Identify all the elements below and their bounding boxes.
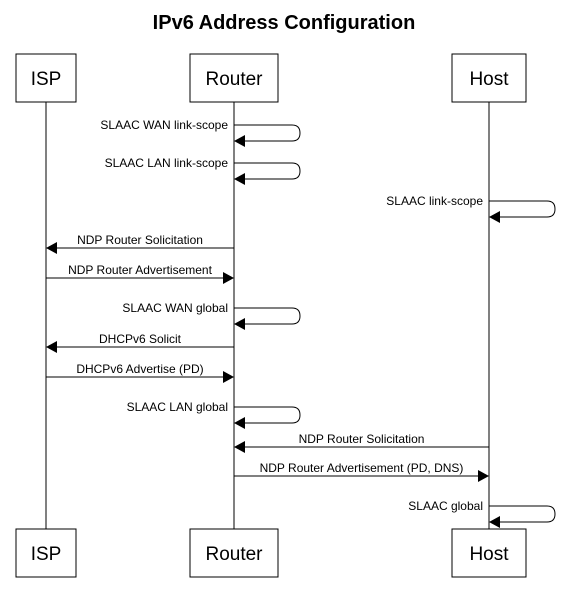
arrowhead: [223, 272, 234, 284]
actor-host-top: Host: [451, 53, 527, 103]
actor-label: Host: [469, 69, 509, 90]
actor-label: ISP: [31, 69, 62, 90]
self-call-line: [489, 200, 556, 218]
self-call-line: [234, 406, 301, 424]
message-4: NDP Router Solicitation: [46, 233, 234, 254]
arrowhead: [489, 516, 500, 528]
actor-label: ISP: [31, 544, 62, 565]
message-12: SLAAC global: [408, 499, 556, 528]
message-5: NDP Router Advertisement: [46, 263, 234, 284]
actor-isp-top: ISP: [15, 53, 77, 103]
message-label: NDP Router Solicitation: [299, 432, 425, 446]
actor-box: [189, 528, 279, 578]
message-label: SLAAC WAN link-scope: [100, 118, 228, 132]
actor-box: [189, 53, 279, 103]
self-call-line: [489, 505, 556, 523]
arrowhead: [489, 211, 500, 223]
arrowhead: [234, 318, 245, 330]
actor-isp-bottom: ISP: [15, 528, 77, 578]
self-call-line: [234, 124, 301, 142]
message-label: NDP Router Advertisement (PD, DNS): [260, 461, 464, 475]
self-call-line: [234, 162, 301, 180]
actor-router-bottom: Router: [189, 528, 279, 578]
message-9: SLAAC LAN global: [127, 400, 301, 429]
message-7: DHCPv6 Solicit: [46, 332, 234, 353]
arrowhead: [46, 242, 57, 254]
message-label: SLAAC LAN global: [127, 400, 228, 414]
arrowhead: [234, 441, 245, 453]
message-label: DHCPv6 Solicit: [99, 332, 182, 346]
arrowhead: [223, 371, 234, 383]
self-call-line: [234, 307, 301, 325]
arrowhead: [234, 417, 245, 429]
message-10: NDP Router Solicitation: [234, 432, 489, 453]
message-label: SLAAC link-scope: [386, 194, 483, 208]
message-label: NDP Router Advertisement: [68, 263, 213, 277]
actor-host-bottom: Host: [451, 528, 527, 578]
message-3: SLAAC link-scope: [386, 194, 556, 223]
message-label: SLAAC LAN link-scope: [105, 156, 229, 170]
message-label: SLAAC global: [408, 499, 483, 513]
message-8: DHCPv6 Advertise (PD): [46, 362, 234, 383]
actor-box: [15, 528, 77, 578]
actor-label: Host: [469, 544, 509, 565]
message-11: NDP Router Advertisement (PD, DNS): [234, 461, 489, 482]
arrowhead: [478, 470, 489, 482]
actor-box: [451, 528, 527, 578]
actor-router-top: Router: [189, 53, 279, 103]
actor-box: [15, 53, 77, 103]
lifelines: [45, 102, 490, 529]
message-label: DHCPv6 Advertise (PD): [76, 362, 203, 376]
message-1: SLAAC WAN link-scope: [100, 118, 301, 147]
actor-label: Router: [205, 69, 263, 90]
message-2: SLAAC LAN link-scope: [105, 156, 301, 185]
arrowhead: [46, 341, 57, 353]
actor-label: Router: [205, 544, 263, 565]
message-6: SLAAC WAN global: [122, 301, 301, 330]
message-label: SLAAC WAN global: [122, 301, 228, 315]
arrowhead: [234, 173, 245, 185]
arrowhead: [234, 135, 245, 147]
message-label: NDP Router Solicitation: [77, 233, 203, 247]
diagram-title: IPv6 Address Configuration: [153, 12, 416, 34]
actor-box: [451, 53, 527, 103]
